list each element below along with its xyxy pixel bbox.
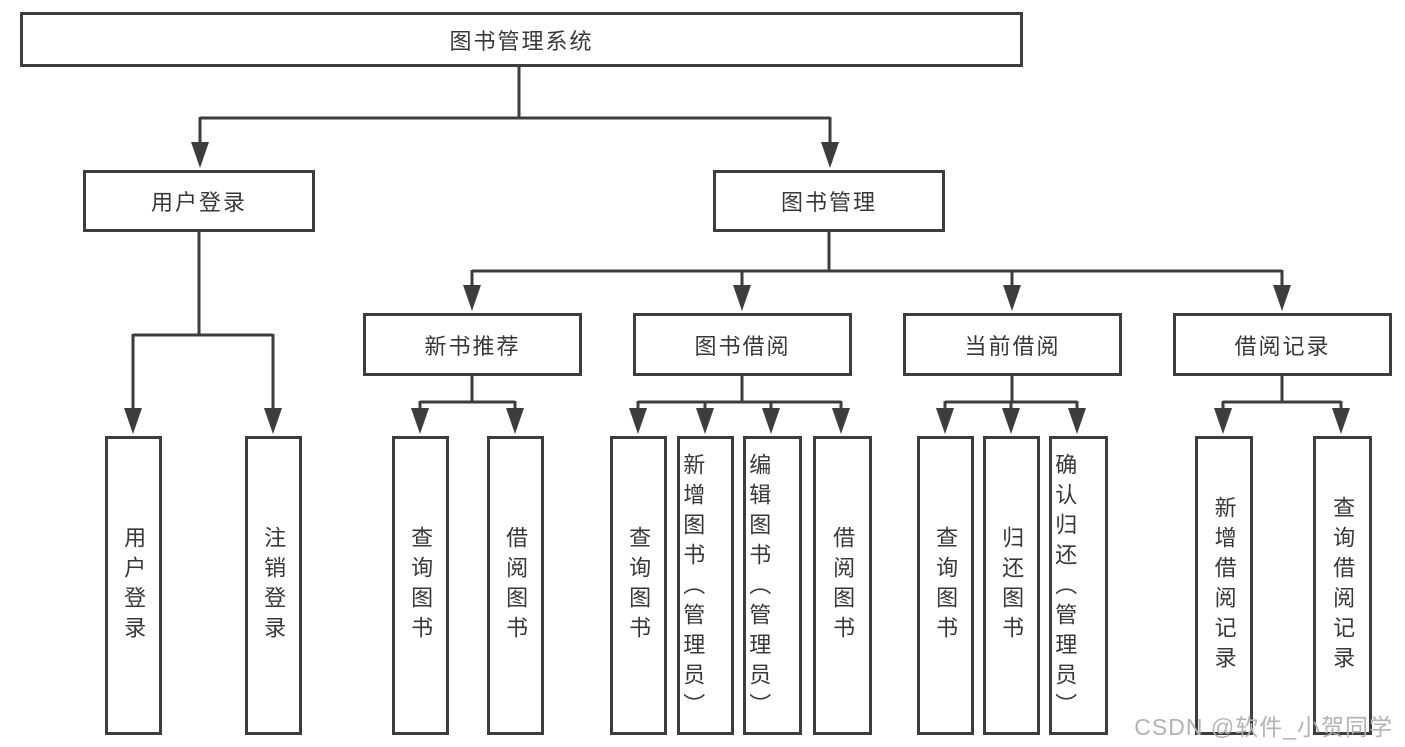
node-label: 当前借阅 [964,333,1061,359]
node-borrow-books-recommend: 借阅图书 [487,436,544,735]
node-query-borrow-record: 查询借阅记录 [1313,436,1372,735]
node-user-login: 用户登录 [83,170,315,232]
node-borrowing-records: 借阅记录 [1173,313,1392,376]
node-add-books-admin: 新增图书（管理员） [677,436,734,735]
node-label: 归还图书 [999,525,1025,646]
node-label: 新增图书（管理员） [680,453,706,723]
node-library-management-system: 图书管理系统 [20,12,1023,67]
node-user-login-action: 用户登录 [105,436,162,735]
node-add-borrow-record: 新增借阅记录 [1195,436,1253,735]
node-new-book-recommendation: 新书推荐 [363,313,582,376]
node-edit-books-admin: 编辑图书（管理员） [743,436,802,735]
node-book-borrowing: 图书借阅 [633,313,852,376]
node-query-books-current: 查询图书 [917,436,974,735]
node-label: 借阅记录 [1234,333,1331,359]
node-confirm-return-admin: 确认归还（管理员） [1049,436,1108,735]
node-label: 用户登录 [150,190,247,215]
node-return-books: 归还图书 [983,436,1040,735]
node-label: 注销登录 [261,525,287,646]
node-query-books-recommend: 查询图书 [392,436,449,735]
node-label: 查询图书 [408,525,434,646]
node-label: 确认归还（管理员） [1052,453,1078,723]
node-current-borrowing: 当前借阅 [903,313,1122,376]
node-label: 借阅图书 [830,525,856,646]
node-label: 新书推荐 [424,333,521,359]
node-label: 图书借阅 [694,333,791,359]
node-query-books-borrow: 查询图书 [610,436,667,735]
node-label: 图书管理 [780,190,877,215]
node-label: 查询图书 [933,525,959,646]
node-label: 编辑图书（管理员） [746,453,772,723]
node-borrow-books: 借阅图书 [813,436,872,735]
node-book-management: 图书管理 [713,170,945,232]
node-logout: 注销登录 [245,436,302,735]
node-label: 新增借阅记录 [1211,495,1237,676]
csdn-watermark: CSDN @软件_小贺同学 [1134,714,1393,740]
node-label: 图书管理系统 [449,28,594,54]
node-label: 用户登录 [121,525,147,646]
node-label: 查询图书 [626,525,652,646]
node-label: 借阅图书 [503,525,529,646]
node-label: 查询借阅记录 [1330,495,1356,676]
